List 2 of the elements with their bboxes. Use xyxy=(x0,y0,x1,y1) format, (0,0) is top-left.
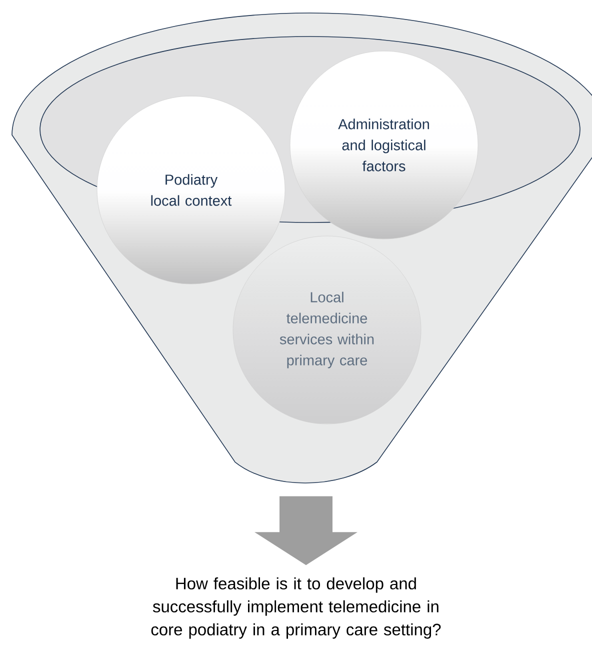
block-arrow xyxy=(254,496,358,566)
question-text: How feasible is it to develop and successfully implement telemedicine in core podiatry in a primary care setting? xyxy=(151,577,441,639)
